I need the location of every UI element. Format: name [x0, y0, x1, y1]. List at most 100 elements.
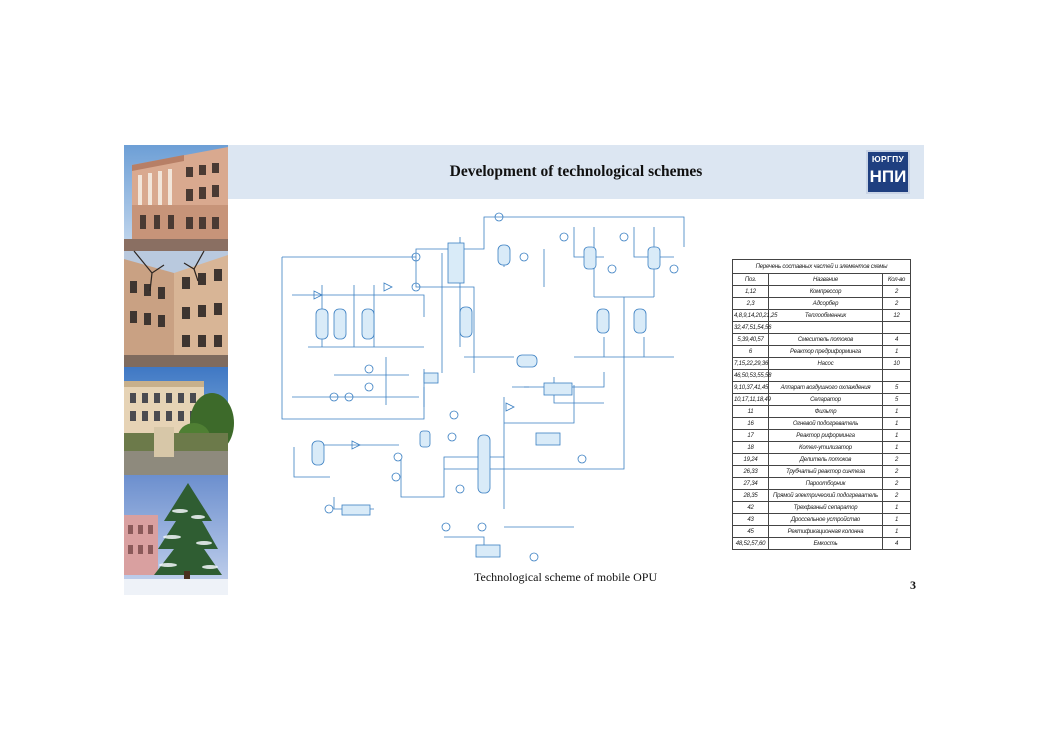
cell-name: Компрессор	[768, 285, 883, 298]
cell-position: 48,52,57,60	[732, 537, 769, 550]
cell-quantity: 5	[881, 393, 912, 406]
cell-quantity: 4	[881, 333, 912, 346]
cell-name: Делитель потоков	[768, 453, 883, 466]
cell-name: Пароотборник	[768, 477, 883, 490]
university-courtyard-photo	[124, 250, 228, 367]
scheme-caption: Technological scheme of mobile OPU	[474, 570, 658, 584]
cell-name: Реактор предриформинга	[768, 345, 883, 358]
cell-position: 17	[732, 429, 769, 442]
cell-quantity: 10	[881, 357, 912, 370]
cell-position: 11	[732, 405, 769, 418]
cell-name: Ректификационная колонна	[768, 525, 883, 538]
cell-quantity: 1	[881, 441, 912, 454]
cell-name: Дроссельное устройство	[768, 513, 883, 526]
table-header-row: Поз. Название Кол-во	[732, 273, 912, 286]
equipment-list-table: Перечень составных частей и элементов сх…	[731, 259, 912, 550]
cell-quantity	[881, 321, 912, 334]
header-band	[228, 145, 924, 199]
cell-name: Котел-утилизатор	[768, 441, 883, 454]
table-row: 46,50,53,55,58	[732, 369, 912, 382]
cell-name: Прямой электрический подогреватель	[768, 489, 883, 502]
cell-name: Смеситель потоков	[768, 333, 883, 346]
cell-name: Трубчатый реактор синтеза	[768, 465, 883, 478]
university-logo: ЮРГПУ НПИ	[866, 150, 910, 194]
cell-name: Теплообменник	[768, 309, 883, 322]
equipment	[311, 242, 661, 558]
cell-name: Трехфазный сепаратор	[768, 501, 883, 514]
logo-line-2: НПИ	[869, 167, 907, 186]
cell-name: Адсорбер	[768, 297, 883, 310]
cell-position: 45	[732, 525, 769, 538]
cell-name: Аппарат воздушного охлаждения	[768, 381, 883, 394]
page-number: 3	[910, 578, 916, 592]
cell-position: 26,33	[732, 465, 769, 478]
cell-position: 2,3	[732, 297, 769, 310]
cell-position: 32,47,51,54,56	[732, 321, 771, 334]
table-caption: Перечень составных частей и элементов сх…	[731, 259, 912, 274]
header-name: Название	[768, 273, 883, 286]
cell-name: Сепаратор	[768, 393, 883, 406]
university-campus-building-photo	[124, 367, 234, 475]
cell-quantity: 4	[881, 537, 912, 550]
cell-position: 6	[732, 345, 769, 358]
cell-name: Реактор риформинга	[768, 429, 883, 442]
cell-quantity: 2	[881, 477, 912, 490]
slide: Development of technological schemes ЮРГ…	[124, 145, 924, 595]
cell-quantity: 1	[881, 513, 912, 526]
cell-quantity: 2	[881, 297, 912, 310]
cell-quantity: 1	[881, 501, 912, 514]
cell-name	[768, 321, 883, 334]
cell-position: 1,12	[732, 285, 769, 298]
logo-line-1: ЮРГПУ	[871, 154, 905, 164]
photo-strip	[124, 145, 234, 595]
cell-quantity: 2	[881, 453, 912, 466]
cell-quantity: 1	[881, 525, 912, 538]
cell-quantity: 1	[881, 405, 912, 418]
cell-position: 46,50,53,55,58	[732, 369, 771, 382]
cell-position: 19,24	[732, 453, 769, 466]
cell-quantity: 1	[881, 417, 912, 430]
cell-position: 7,15,22,29,36	[732, 357, 769, 370]
cell-quantity	[881, 369, 912, 382]
winter-pine-tree-photo	[124, 475, 228, 595]
cell-quantity: 2	[881, 489, 912, 502]
header-position: Поз.	[732, 273, 769, 286]
cell-position: 16	[732, 417, 769, 430]
cell-name	[768, 369, 883, 382]
cell-quantity: 1	[881, 345, 912, 358]
slide-title: Development of technological schemes	[449, 163, 703, 180]
cell-position: 18	[732, 441, 769, 454]
process-flow-scheme	[274, 197, 714, 565]
cell-name: Емкость	[768, 537, 883, 550]
cell-position: 43	[732, 513, 769, 526]
cell-name: Огневой подогреватель	[768, 417, 883, 430]
cell-name: Насос	[768, 357, 883, 370]
cell-name: Фильтр	[768, 405, 883, 418]
cell-quantity: 2	[881, 285, 912, 298]
cell-position: 42	[732, 501, 769, 514]
cell-position: 9,10,37,41,45	[732, 381, 769, 394]
header-quantity: Кол-во	[881, 273, 912, 286]
cell-position: 4,8,9,14,20,21,25	[732, 309, 778, 322]
heat-exchangers-and-pumps	[313, 212, 679, 562]
